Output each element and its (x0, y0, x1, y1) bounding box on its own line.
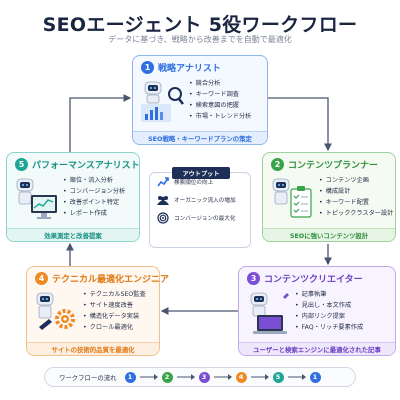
flow-step-5: 5 (272, 371, 284, 383)
list-item: 市場・トレンド分析 (189, 111, 252, 122)
card-footer: ユーザーと検索エンジンに最適化された記事 (239, 342, 395, 355)
robot-gear-icon (33, 289, 79, 337)
list-item: キーワード配置 (319, 197, 393, 208)
list-item: クロール最適化 (83, 322, 146, 333)
output-item: コンバージョンの最大化 (150, 209, 250, 227)
task-list: テクニカルSEO監査 サイト速度改善 構造化データ実装 クロール最適化 (83, 289, 146, 337)
flow-step-3: 3 (198, 371, 210, 383)
step-number: 3 (247, 272, 260, 285)
list-item: 検索意図の把握 (189, 100, 251, 111)
robot-laptop-icon (245, 289, 291, 337)
card-footer: SEO戦略・キーワードプランの策定 (133, 131, 267, 144)
arrow-1-to-2 (268, 97, 332, 152)
list-item: 構造化データ実装 (83, 311, 146, 322)
card-title: パフォーマンスアナリスト (32, 161, 140, 171)
step-number: 2 (271, 158, 284, 171)
output-text: 検索順位の向上 (174, 180, 214, 186)
card-footer: サイトの技術的品質を最適化 (27, 342, 159, 355)
card-performance-analyst: 5 パフォーマンスアナリスト 順位・流入分析 コンバージョン分析 改善ポイント特… (6, 152, 140, 242)
card-title: コンテンツプランナー (288, 161, 379, 171)
workflow-legend: ワークフローの流れ 1 2 3 4 5 1 (44, 367, 356, 387)
flow-step-1: 1 (124, 371, 136, 383)
list-item: サイト速度改善 (83, 300, 146, 311)
arrow-right-icon (210, 373, 236, 381)
step-number: 4 (35, 272, 48, 285)
output-label: アウトプット (172, 167, 230, 179)
card-title: 戦略アナリスト (158, 64, 221, 74)
card-title: テクニカル最適化エンジニア (52, 275, 170, 285)
robot-monitor-icon (13, 175, 59, 223)
page-title: SEOエージェント 5役ワークフロー (42, 14, 358, 36)
arrow-5-to-1 (69, 94, 132, 152)
task-list: 競合分析 キーワード調査 検索意図の把握 市場・トレンド分析 (189, 78, 252, 126)
list-item: 記事執筆 (295, 289, 363, 300)
list-item: トピッククラスター設計 (319, 208, 394, 219)
arrow-right-icon (247, 373, 273, 381)
trend-up-icon (156, 175, 170, 189)
card-content-planner: 2 コンテンツプランナー コンテンツ企画 構成設計 キーワード配置 (262, 152, 396, 242)
robot-checklist-icon (269, 175, 315, 223)
step-number: 1 (141, 61, 154, 74)
card-strategy-analyst: 1 戦略アナリスト 競合分析 キーワード調査 検索意図の把握 市場・トレンド (132, 55, 268, 145)
output-text: オーガニック流入の増加 (174, 198, 236, 204)
step-number: 5 (15, 158, 28, 171)
card-title: コンテンツクリエイター (264, 275, 363, 285)
list-item: 競合分析 (189, 78, 251, 89)
list-item: キーワード調査 (189, 89, 251, 100)
list-item: 改善ポイント特定 (63, 197, 125, 208)
card-technical-engineer: 4 テクニカル最適化エンジニア テクニカルSEO監査 サイト速度改善 構造化デー… (26, 266, 169, 356)
list-item: コンバージョン分析 (63, 186, 126, 197)
users-icon (156, 193, 170, 207)
target-icon (156, 211, 170, 225)
page-subtitle: データに基づき、戦略から改善までを自動で最適化 (108, 35, 292, 44)
task-list: コンテンツ企画 構成設計 キーワード配置 トピッククラスター設計 (319, 175, 394, 223)
list-item: 見出し・本文作成 (295, 300, 363, 311)
arrow-right-icon (284, 373, 310, 381)
list-item: 構成設計 (319, 186, 393, 197)
arrow-right-icon (173, 373, 199, 381)
card-footer: SEOに強いコンテンツ設計 (263, 228, 395, 241)
list-item: レポート作成 (63, 208, 125, 219)
card-footer: 効果測定と改善提案 (7, 228, 139, 241)
card-content-creator: 3 コンテンツクリエイター 記事執筆 見出し・本文作成 内部リンク提案 FAQ・… (238, 266, 396, 356)
flow-step-1-repeat: 1 (309, 371, 321, 383)
list-item: FAQ・リッチ要素作成 (295, 322, 363, 333)
workflow-label: ワークフローの流れ (59, 373, 117, 382)
output-item: 検索順位の向上 (150, 173, 250, 191)
arrow-right-icon (136, 373, 162, 381)
output-item: オーガニック流入の増加 (150, 191, 250, 209)
task-list: 順位・流入分析 コンバージョン分析 改善ポイント特定 レポート作成 (63, 175, 126, 223)
output-text: コンバージョンの最大化 (174, 216, 236, 222)
list-item: 内部リンク提案 (295, 311, 363, 322)
flow-step-2: 2 (161, 371, 173, 383)
list-item: 順位・流入分析 (63, 175, 125, 186)
list-item: コンテンツ企画 (319, 175, 393, 186)
list-item: テクニカルSEO監査 (83, 289, 146, 300)
task-list: 記事執筆 見出し・本文作成 内部リンク提案 FAQ・リッチ要素作成 (295, 289, 363, 337)
flow-step-4: 4 (235, 371, 247, 383)
robot-analytics-icon (139, 78, 185, 126)
output-box: アウトプット 検索順位の向上 オーガニック流入の増加 コンバージョンの最大化 (149, 167, 251, 248)
